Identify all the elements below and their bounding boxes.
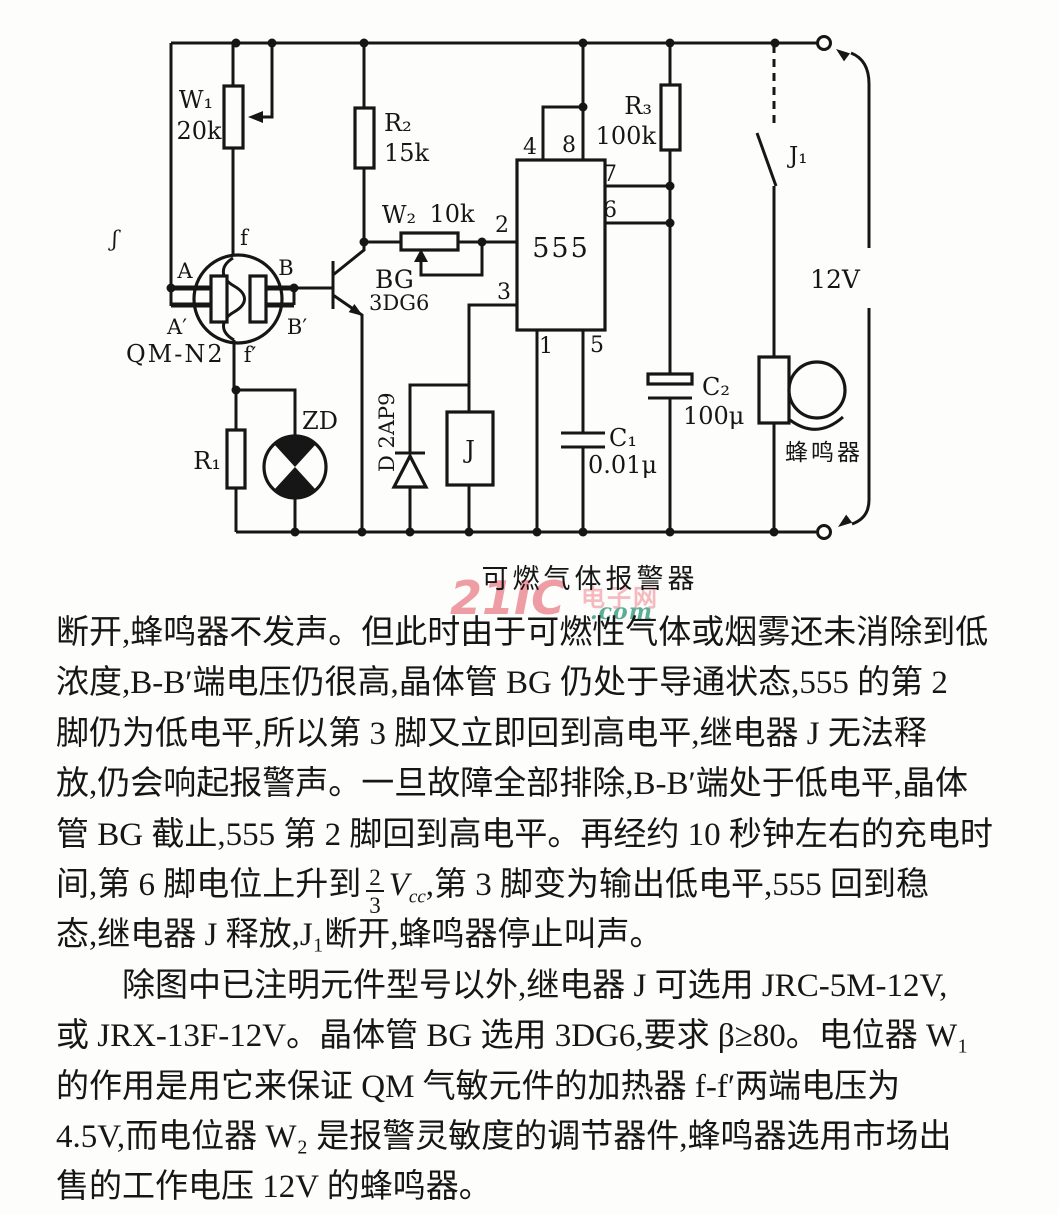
body-line: 售的工作电压 12V 的蜂鸣器。 xyxy=(56,1169,492,1206)
capacitor-c2 xyxy=(646,372,694,532)
pin-5: 5 xyxy=(590,333,604,358)
relay-j xyxy=(445,410,495,532)
value-c1: 0.01μ xyxy=(588,451,657,479)
label-terminal-b2: B′ xyxy=(287,315,307,339)
pin-3: 3 xyxy=(497,280,511,305)
line6-pre: 间,第 6 脚电位上升到 xyxy=(56,866,362,903)
figure-caption: 可燃气体报警器 xyxy=(481,564,699,594)
body-line: 脚仍为低电平,所以第 3 脚又立即回到高电平,继电器 J 无法释 xyxy=(56,715,927,752)
fraction-numerator: 2 xyxy=(369,864,381,890)
stray-mark: ʃ xyxy=(108,227,121,251)
label-c1: C₁ xyxy=(609,424,637,452)
watermark-domain: .com xyxy=(590,599,654,625)
label-relay: J xyxy=(462,436,475,464)
label-j1: J₁ xyxy=(787,143,807,169)
body-line: 放,仍会响起报警声。一旦故障全部排除,B-B′端处于低电平,晶体 xyxy=(56,766,968,803)
pin-1: 1 xyxy=(539,334,553,359)
timer-ic-555 xyxy=(467,43,670,532)
body-line: 的作用是用它来保证 QM 气敏元件的加热器 f-f′两端电压为 xyxy=(56,1068,901,1105)
site-watermark: 21IC 电子网 .com xyxy=(450,574,710,630)
pin-6: 6 xyxy=(603,198,617,223)
potentiometer-w1 xyxy=(222,43,274,258)
junction-dots xyxy=(166,38,780,537)
value-w1: 20k xyxy=(176,117,222,145)
label-buzzer: 蜂鸣器 xyxy=(785,440,863,466)
value-c2: 100μ xyxy=(683,402,744,430)
gas-sensor-qm-n2 xyxy=(171,253,296,390)
resistor-r1 xyxy=(225,390,247,532)
supply-12v-lead xyxy=(836,49,871,527)
body-line: 或 JRX-13F-12V。晶体管 BG 选用 3DG6,要求 β≥80。电位器… xyxy=(56,1018,969,1055)
label-terminal-b: B xyxy=(278,256,293,280)
body-line: 除图中已注明元件型号以外,继电器 J 可选用 JRC-5M-12V, xyxy=(122,967,948,1004)
label-terminal-f: f xyxy=(240,226,250,250)
body-line: 管 BG 截止,555 第 2 脚回到高电平。再经约 10 秒钟左右的充电时 xyxy=(56,816,993,853)
pin-7: 7 xyxy=(603,162,617,187)
supply-terminal-bottom xyxy=(816,524,832,540)
power-rails xyxy=(169,35,832,540)
pin-4: 4 xyxy=(523,135,537,160)
body-line: 断开,蜂鸣器不发声。但此时由于可燃性气体或烟雾还未消除到低 xyxy=(56,615,989,651)
buzzer-symbol xyxy=(757,355,847,532)
watermark-site: 电子网 xyxy=(581,584,659,612)
label-w1: W₁ xyxy=(179,86,213,114)
label-ic-555: 555 xyxy=(532,233,590,264)
vcc-symbol: Vcc xyxy=(388,866,426,908)
value-r3: 100k xyxy=(596,122,657,150)
label-r1: R₁ xyxy=(193,447,221,475)
label-diode: D 2AP9 xyxy=(375,392,399,472)
resistor-r2 xyxy=(353,43,376,242)
body-line: 4.5V,而电位器 W₂ 是报警灵敏度的调节器件,蜂鸣器选用市场出 xyxy=(56,1118,952,1155)
label-r3: R₃ xyxy=(624,92,652,120)
supply-voltage-label: 12V xyxy=(810,265,861,294)
capacitor-c1 xyxy=(561,431,605,532)
pin-8: 8 xyxy=(562,133,576,158)
label-w2: W₂ xyxy=(382,201,416,229)
label-sensor-model: QM-N2 xyxy=(126,340,225,368)
label-terminal-f2: f′ xyxy=(244,343,257,367)
gas-alarm-schematic: 12V W₁ 20k R₂ 15k xyxy=(108,35,871,540)
potentiometer-w2 xyxy=(364,231,517,277)
body-line: 浓度,B-B′端电压仍很高,晶体管 BG 仍处于导通状态,555 的第 2 xyxy=(56,665,948,702)
value-w2: 10k xyxy=(429,200,475,228)
article-body: 断开,蜂鸣器不发声。但此时由于可燃性气体或烟雾还未消除到低 浓度,B-B′端电压… xyxy=(56,608,1008,1213)
pin-2: 2 xyxy=(495,213,509,238)
label-transistor: BG xyxy=(375,265,414,294)
label-r2: R₂ xyxy=(384,109,412,137)
body-line: 态,继电器 J 释放,J₁断开,蜂鸣器停止叫声。 xyxy=(56,917,663,954)
switch-j1 xyxy=(755,45,778,357)
label-terminal-a2: A′ xyxy=(166,315,187,339)
line6-post: ,第 3 脚变为输出低电平,555 回到稳 xyxy=(425,866,930,903)
label-terminal-a: A xyxy=(176,259,193,283)
zd-indicator xyxy=(236,388,328,532)
resistor-r3 xyxy=(659,43,682,374)
supply-terminal-top xyxy=(816,35,832,51)
watermark-brand: 21IC xyxy=(450,571,565,625)
fraction-denominator: 3 xyxy=(366,889,384,919)
label-transistor-model: 3DG6 xyxy=(369,291,429,315)
label-zd: ZD xyxy=(302,407,338,435)
value-r2: 15k xyxy=(384,139,430,167)
diode-2ap9 xyxy=(391,383,469,532)
label-c2: C₂ xyxy=(702,373,730,401)
